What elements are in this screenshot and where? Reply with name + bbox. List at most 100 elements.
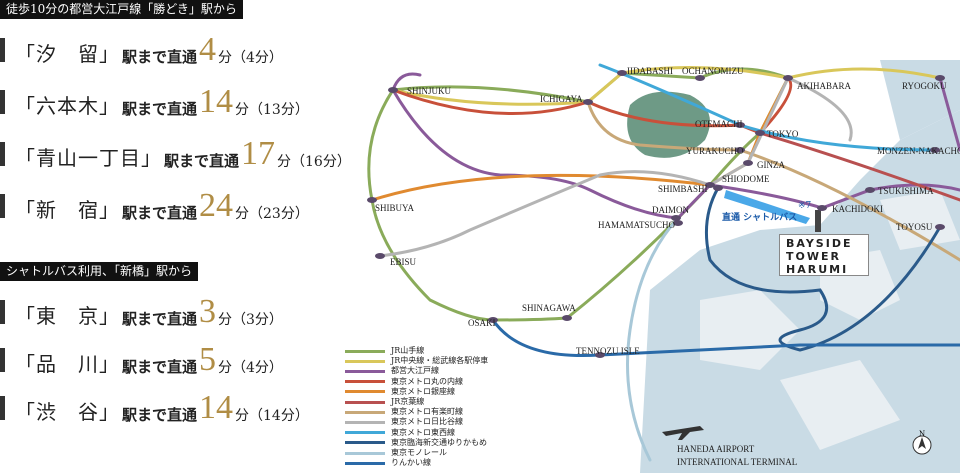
legend-label: 東京メトロ銀座線	[391, 386, 455, 396]
travel-time-row: 「新 宿」 駅まで直通 24 分（23分）	[0, 189, 309, 223]
line-keiyo	[758, 131, 960, 202]
station-label: SHINJUKU	[407, 86, 452, 96]
line-monorail	[626, 216, 680, 462]
station-label: KACHIDOKI	[832, 204, 883, 214]
legend-swatch	[345, 410, 385, 414]
travel-time-row: 「汐 留」 駅まで直通 4 分（4分）	[0, 33, 283, 67]
direct-label: 駅まで直通	[122, 204, 198, 222]
legend-item: JR京葉線	[345, 397, 488, 407]
legend-item: 都営大江戸線	[345, 366, 488, 376]
travel-minutes: 24	[199, 187, 234, 224]
line-yurakucho	[586, 100, 960, 262]
legend-swatch	[345, 370, 385, 373]
legend-item: 東京メトロ丸の内線	[345, 377, 488, 387]
shuttle-bus-arrow	[724, 190, 810, 224]
legend-item: 東京メトロ日比谷線	[345, 417, 488, 427]
shuttle-bus-label: 直通 シャトルバス	[722, 213, 798, 223]
legend-item: JR中央線・総武線各駅停車	[345, 356, 488, 366]
line-jr-chuo-sobu	[391, 66, 942, 106]
station-name: 「新 宿」	[15, 198, 120, 222]
station-label: SHINAGAWA	[522, 303, 576, 313]
section-header-kachidoki: 徒歩10分の都営大江戸線「勝どき」駅から	[0, 0, 243, 19]
station-name: 「品 川」	[15, 352, 120, 376]
airport-label: INTERNATIONAL TERMINAL	[677, 457, 797, 467]
direct-label: 駅まで直通	[122, 310, 198, 328]
bus-note: ※7	[798, 201, 812, 211]
station-label: SHIMBASHI	[658, 184, 708, 194]
svg-text:N: N	[919, 430, 925, 438]
station-label: SHIODOME	[722, 174, 770, 184]
minutes-detail: 分（4分）	[218, 50, 283, 66]
legend-swatch	[345, 431, 385, 435]
legend-label: 都営大江戸線	[391, 366, 439, 376]
minutes-detail: 分（4分）	[218, 360, 283, 376]
travel-time-row: 「青山一丁目」 駅まで直通 17 分（16分）	[0, 137, 351, 171]
legend-swatch	[345, 380, 385, 384]
station-label: OSAKI	[468, 318, 496, 328]
bayside-tower-harumi-label: BAYSIDE TOWER HARUMI	[779, 234, 869, 276]
direct-label: 駅まで直通	[122, 406, 198, 424]
station-label: OCHANOMIZU	[682, 66, 744, 76]
minutes-detail: 分（16分）	[277, 154, 351, 170]
airport-label: HANEDA AIRPORT	[677, 444, 755, 454]
travel-time-row: 「渋 谷」 駅まで直通 14 分（14分）	[0, 391, 309, 425]
legend-label: JR中央線・総武線各駅停車	[391, 356, 489, 366]
legend-label: 東京臨海新交通ゆりかもめ	[391, 437, 487, 447]
minutes-detail: 分（13分）	[235, 102, 309, 118]
station-label: YURAKUCHO	[686, 146, 744, 156]
row-marker	[0, 300, 5, 324]
station-label: EBISU	[390, 257, 417, 267]
legend-label: JR京葉線	[391, 397, 425, 407]
legend-swatch	[345, 441, 385, 445]
station-name: 「汐 留」	[15, 42, 120, 66]
station-label: GINZA	[757, 160, 785, 170]
line-yurikamome	[704, 186, 942, 352]
row-marker	[0, 396, 5, 420]
tower-name-line: HARUMI	[786, 263, 849, 276]
legend-label: 東京メトロ日比谷線	[391, 417, 463, 427]
legend-label: 東京モノレール	[391, 448, 447, 458]
legend-label: 東京メトロ東西線	[391, 427, 455, 437]
station-markers	[367, 70, 945, 358]
travel-time-row: 「六本木」 駅まで直通 14 分（13分）	[0, 85, 309, 119]
station-label: IIDABASHI	[627, 66, 673, 76]
legend-label: JR山手線	[391, 346, 425, 355]
travel-minutes: 3	[199, 293, 217, 330]
station-label: AKIHABARA	[797, 81, 852, 91]
station-name: 「青山一丁目」	[15, 146, 162, 170]
legend-item: 東京メトロ有楽町線	[345, 407, 488, 417]
station-name: 「渋 谷」	[15, 400, 120, 424]
legend-item: 東京臨海新交通ゆりかもめ	[345, 438, 488, 448]
row-marker	[0, 38, 5, 62]
travel-time-row: 「東 京」 駅まで直通 3 分（3分）	[0, 295, 283, 329]
station-label: HAMAMATSUCHO	[598, 220, 676, 230]
station-name: 「六本木」	[15, 94, 120, 118]
legend-item: 東京モノレール	[345, 448, 488, 458]
legend-item: JR山手線	[345, 346, 488, 356]
row-marker	[0, 142, 5, 166]
section-header-shimbashi: シャトルバス利用、「新橋」駅から	[0, 262, 199, 281]
station-label: MONZEN-NAKACHO	[877, 146, 960, 156]
direct-label: 駅まで直通	[122, 48, 198, 66]
legend-item: 東京メトロ銀座線	[345, 387, 488, 397]
direct-label: 駅まで直通	[122, 358, 198, 376]
travel-time-row: 「品 川」 駅まで直通 5 分（4分）	[0, 343, 283, 377]
legend-label: りんかい線	[391, 458, 431, 468]
station-label: ICHIGAYA	[540, 94, 583, 104]
station-name: 「東 京」	[15, 304, 120, 328]
legend-swatch	[345, 390, 385, 394]
line-marunouchi	[391, 76, 793, 135]
line-hibiya	[378, 76, 853, 258]
row-marker	[0, 90, 5, 114]
station-label: TOYOSU	[896, 222, 933, 232]
bayside-tower-building	[815, 210, 821, 232]
legend-swatch	[345, 461, 385, 465]
compass-icon: N	[912, 430, 932, 455]
travel-minutes: 4	[199, 31, 217, 68]
legend-swatch	[345, 400, 385, 404]
legend-swatch	[345, 421, 385, 425]
legend-item: りんかい線	[345, 458, 488, 468]
legend-label: 東京メトロ有楽町線	[391, 407, 463, 417]
travel-minutes: 17	[241, 135, 276, 172]
